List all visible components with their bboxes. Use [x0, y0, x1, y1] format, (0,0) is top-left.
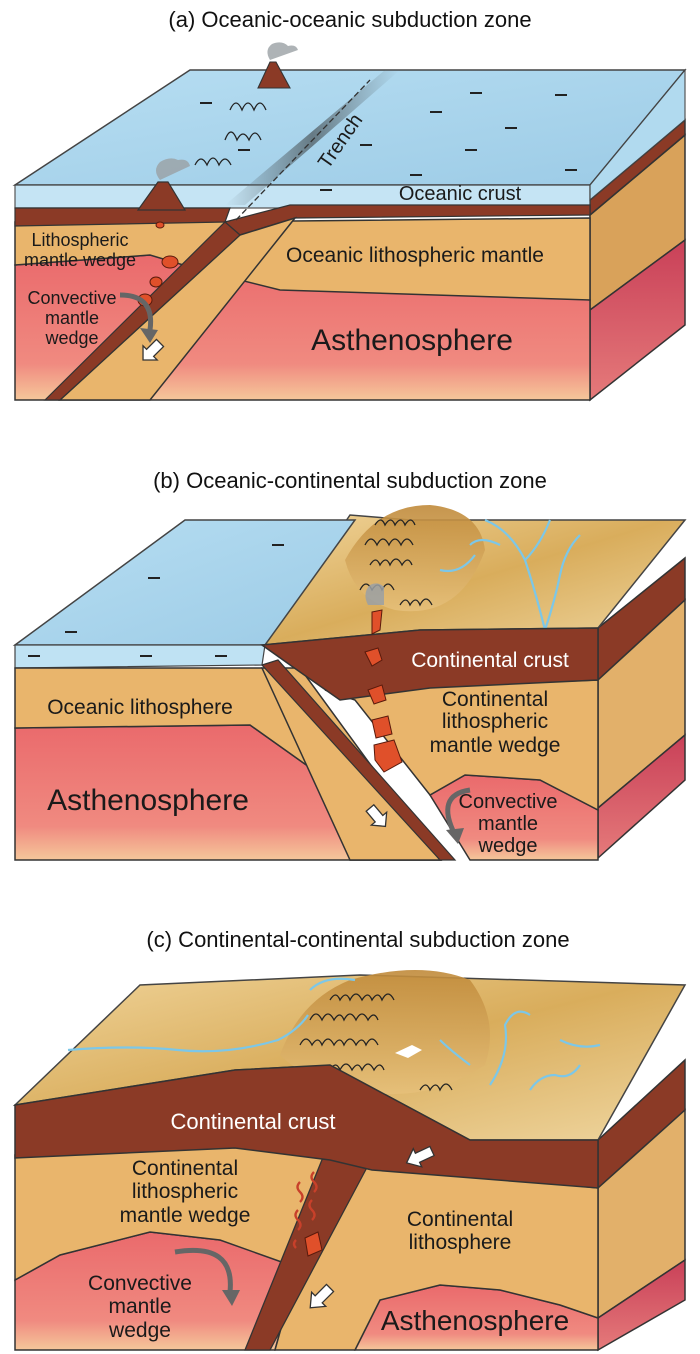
panel-b-slab-crust [260, 659, 457, 861]
panel-c-rivers [67, 977, 601, 1091]
panel-a-volcano-front [136, 181, 187, 211]
panel-b-volcano-smoke [365, 583, 384, 605]
panel-a-trench-line [235, 79, 371, 221]
panel-c-snow-patch [395, 1045, 422, 1058]
panel-a-asthenosphere-label: Asthenosphere [311, 324, 513, 357]
panel-b-convective-label-2: mantle [478, 813, 538, 835]
panel-a-volcano-smoke-front [156, 158, 190, 180]
panel-c-convection-arrowhead [222, 1290, 240, 1306]
panel-a-convective-label-3: wedge [44, 328, 98, 348]
panel-b-convective-label-3: wedge [478, 835, 538, 857]
panel-a-lith-wedge-label-1: Lithospheric [31, 230, 128, 250]
panel-a-convection-arrowhead [140, 328, 158, 343]
panel-b-rivers [439, 518, 581, 631]
panel-c: (c) Continental-continental subduction z… [12, 927, 687, 1352]
panel-b-continental-crust [259, 627, 599, 701]
panel-c-asthenosphere-label: Asthenosphere [381, 1305, 569, 1336]
panel-c-mountain-ridges [299, 993, 453, 1092]
panel-c-title: (c) Continental-continental subduction z… [146, 927, 569, 952]
panel-c-cont-lith-label-1: Continental [407, 1208, 513, 1231]
panel-a-trench [225, 70, 400, 205]
panel-c-cont-wedge-label-2: lithospheric [132, 1180, 238, 1203]
panel-b: (b) Oceanic-continental subduction zone [12, 468, 687, 861]
panel-c-convection-arrow [174, 1247, 233, 1293]
panel-c-cont-wedge-label-1: Continental [132, 1157, 238, 1180]
panel-b-continental-crust-label: Continental crust [411, 649, 569, 672]
panel-a-oceanic-mantle-label: Oceanic lithospheric mantle [286, 244, 544, 267]
panel-c-magma [304, 1231, 323, 1257]
panel-a: (a) Oceanic-oceanic subduction zone [12, 7, 687, 402]
panel-a-lithosphere [14, 217, 591, 301]
panel-c-convective-label-2: mantle [108, 1295, 171, 1318]
panel-b-cont-lith-label-2: lithospheric [442, 710, 548, 733]
panel-b-magma [364, 609, 403, 773]
panel-b-asthenosphere-label: Asthenosphere [47, 784, 249, 817]
panel-a-subduction-arrow [142, 338, 165, 361]
panel-a-volcano-back [257, 61, 291, 89]
panel-c-continental-crust [14, 1064, 599, 1189]
panel-a-title: (a) Oceanic-oceanic subduction zone [168, 7, 531, 32]
panel-c-cont-wedge-label-3: mantle wedge [120, 1204, 251, 1227]
panel-b-cont-lith-label-1: Continental [442, 688, 548, 711]
panel-b-convection-arrowhead [446, 828, 464, 844]
panel-b-cont-lith-label-3: mantle wedge [430, 734, 561, 757]
panel-c-convective-label-1: Convective [88, 1272, 192, 1295]
panel-a-sea-dashes [200, 92, 577, 191]
panel-b-title: (b) Oceanic-continental subduction zone [153, 468, 547, 493]
panel-b-continental-lithosphere [324, 679, 599, 812]
panel-c-mountains [280, 970, 490, 1095]
panel-a-convective-label-1: Convective [27, 288, 116, 308]
panel-c-cont-lith-label-2: lithosphere [409, 1231, 512, 1254]
panel-b-mountain-ridges [359, 519, 433, 607]
panel-c-continental-crust-label: Continental crust [170, 1109, 335, 1134]
panel-b-sea-dashes [28, 544, 284, 657]
panel-c-arrow-crust [405, 1145, 435, 1168]
panel-b-oceanic-lithosphere-label: Oceanic lithosphere [47, 696, 233, 719]
panel-b-convection-arrow [445, 787, 471, 837]
panel-b-convective-label-1: Convective [459, 791, 558, 813]
panel-a-slab-crust [43, 221, 241, 401]
panel-c-convective-label-3: wedge [108, 1319, 171, 1342]
panel-c-arrow-slab [309, 1283, 335, 1309]
panel-a-seafloor-ridges [194, 102, 267, 167]
panel-a-lith-wedge-label-2: mantle wedge [24, 250, 136, 270]
panel-a-volcano-smoke-back [267, 42, 298, 60]
panel-a-oceanic-crust-label: Oceanic crust [399, 183, 522, 205]
panel-b-subduction-arrow [365, 803, 388, 828]
panel-a-convection-arrow [119, 292, 154, 331]
panel-a-sea-side [589, 68, 686, 202]
panel-a-convective-label-2: mantle [45, 308, 99, 328]
panel-c-heat-squiggles [292, 1171, 318, 1249]
